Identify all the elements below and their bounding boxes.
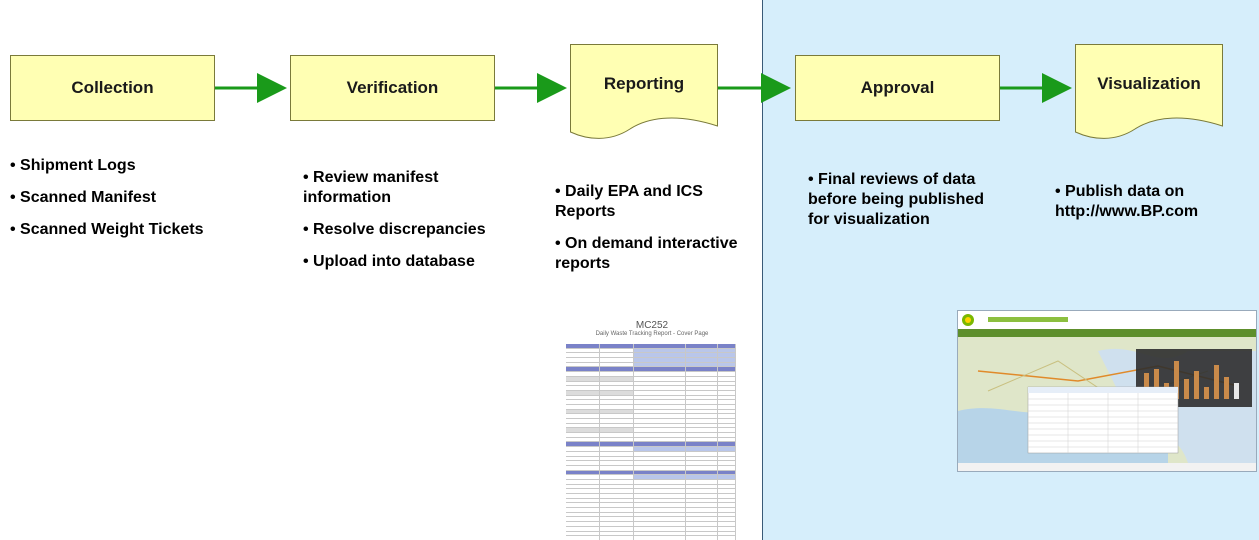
- report-table-row: [566, 489, 736, 494]
- report-thumbnail-table: [566, 344, 736, 540]
- bullet-item: • On demand interactive reports: [555, 235, 738, 272]
- report-table-row: [566, 395, 736, 401]
- report-table-row: [566, 475, 736, 480]
- bullet-item: • Review manifest information: [303, 169, 439, 206]
- stage-visualization-label: Visualization: [1097, 74, 1201, 93]
- report-table-row: [566, 400, 736, 405]
- report-table-row: [566, 404, 736, 410]
- report-table-row: [566, 367, 736, 373]
- report-table-row: [566, 522, 736, 527]
- report-table-row: [566, 414, 736, 419]
- bullet-item: • Shipment Logs: [10, 157, 136, 174]
- report-table-row: [566, 517, 736, 523]
- report-table-row: [566, 465, 736, 471]
- report-table-row: [566, 479, 736, 485]
- report-table-row: [566, 508, 736, 513]
- report-thumbnail-subtitle: Daily Waste Tracking Report - Cover Page: [595, 331, 709, 337]
- report-table-row: [566, 451, 736, 457]
- report-table-row: [566, 433, 736, 438]
- reporting-bullet-list: • Daily EPA and ICS Reports • On demand …: [555, 182, 745, 286]
- report-table-row: [566, 344, 736, 349]
- report-table-row: [566, 348, 736, 354]
- report-table-row: [566, 531, 736, 537]
- bullet-item: • Resolve discrepancies: [303, 221, 486, 238]
- stage-approval-box: Approval: [795, 55, 1000, 121]
- report-table-row: [566, 461, 736, 466]
- report-table-row: [566, 536, 736, 540]
- report-table-row: [566, 353, 736, 359]
- report-table-row: [566, 381, 736, 387]
- report-table-row: [566, 456, 736, 462]
- report-table-row: [566, 419, 736, 424]
- bullet-item: • Publish data on http://www.BP.com: [1055, 183, 1199, 220]
- verification-bullet-list: • Review manifest information • Resolve …: [303, 168, 493, 284]
- report-table-row: [566, 428, 736, 434]
- report-table-row: [566, 358, 736, 363]
- stage-collection-label: Collection: [71, 78, 154, 97]
- bullet-item: • Daily EPA and ICS Reports: [555, 183, 703, 220]
- stage-verification-box: Verification: [290, 55, 495, 121]
- report-table-row: [566, 498, 736, 504]
- report-table-row: [566, 376, 736, 382]
- map-visualization-thumbnail: [957, 310, 1257, 472]
- bullet-item: • Upload into database: [303, 253, 475, 270]
- bullet-item: • Scanned Manifest: [10, 189, 157, 206]
- report-table-row: [566, 442, 736, 448]
- report-table-row: [566, 470, 736, 476]
- report-table-row: [566, 512, 736, 518]
- report-table-row: [566, 423, 736, 429]
- bullet-item: • Scanned Weight Tickets: [10, 221, 204, 238]
- report-table-row: [566, 386, 736, 391]
- stage-approval-label: Approval: [860, 78, 935, 97]
- report-table-row: [566, 484, 736, 490]
- stage-visualization-document: Visualization: [1075, 44, 1223, 144]
- report-table-row: [566, 372, 736, 377]
- report-table-row: [566, 362, 736, 368]
- report-table-row: [566, 526, 736, 532]
- report-table-row: [566, 503, 736, 509]
- visualization-bullet-list: • Publish data on http://www.BP.com: [1055, 182, 1255, 234]
- stage-reporting-document: Reporting: [570, 44, 718, 144]
- bullet-item: • Final reviews of data before being pub…: [808, 171, 985, 228]
- report-table-row: [566, 437, 736, 443]
- approval-bullet-list: • Final reviews of data before being pub…: [808, 170, 988, 242]
- map-thumbnail-graphic: [958, 311, 1256, 471]
- report-thumbnail-title: MC252: [635, 320, 669, 331]
- report-table-row: [566, 447, 736, 452]
- stage-reporting-label: Reporting: [603, 74, 685, 93]
- stage-verification-label: Verification: [346, 78, 439, 97]
- stage-collection-box: Collection: [10, 55, 215, 121]
- report-table-row: [566, 390, 736, 396]
- report-table-row: [566, 494, 736, 499]
- report-table-row: [566, 409, 736, 415]
- collection-bullet-list: • Shipment Logs • Scanned Manifest • Sca…: [10, 156, 270, 252]
- report-thumbnail: MC252 Daily Waste Tracking Report - Cove…: [563, 318, 741, 540]
